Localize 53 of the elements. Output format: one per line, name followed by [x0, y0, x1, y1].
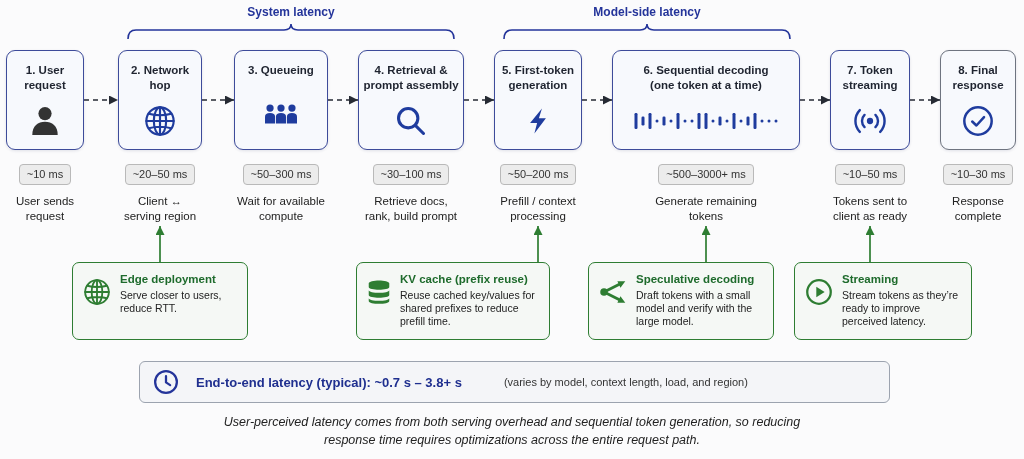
duration-tag: ~50–300 ms — [242, 164, 320, 185]
arrow — [701, 225, 711, 263]
optimization-card — [588, 262, 774, 340]
summary-bar — [139, 361, 890, 403]
arrow — [865, 225, 875, 263]
stage-description: Prefill / context processing — [499, 194, 577, 223]
stage-title: 8. Final response — [951, 63, 1005, 93]
optimization-card — [794, 262, 972, 340]
duration-tag: ~20–50 ms — [124, 164, 196, 185]
arrow — [155, 225, 165, 263]
duration-tag: ~10 ms — [18, 164, 72, 185]
arrow — [799, 95, 831, 105]
card-text: Stream tokens as they’re ready to improve perceived latency. — [842, 289, 960, 328]
summary-text: End-to-end latency (typical): ~0.7 s – 3.8+ s — [196, 374, 462, 390]
card-text: Serve closer to users, reduce RTT. — [120, 289, 223, 315]
bracket-label: System latency — [247, 5, 335, 19]
card-text: Reuse cached key/values for shared prefixes to reduce prefill time. — [400, 289, 536, 328]
arrow — [327, 95, 359, 105]
optimization-card — [72, 262, 248, 340]
stage-title: 6. Sequential decoding (one token at a time) — [642, 63, 770, 93]
card-title: Edge deployment — [120, 272, 216, 287]
stage-description: Generate remaining tokens — [654, 194, 758, 223]
stage-title: 5. First-token generation — [500, 63, 576, 93]
stage-title: 4. Retrieval & prompt assembly — [362, 63, 460, 93]
arrow — [533, 225, 543, 263]
duration-tag: ~30–100 ms — [372, 164, 450, 185]
stage-description: Retrieve docs, rank, build prompt — [363, 194, 458, 223]
stage-title: 7. Token streaming — [841, 63, 899, 93]
stage-title: 2. Network hop — [129, 63, 191, 93]
duration-tag: ~10–30 ms — [942, 164, 1014, 185]
stage-description: Response complete — [951, 194, 1005, 223]
duration-tag: ~50–200 ms — [499, 164, 577, 185]
duration-tag: ~10–50 ms — [834, 164, 906, 185]
card-title: Streaming — [842, 272, 899, 287]
stage-description: User sends request — [14, 194, 76, 223]
card-title: KV cache (prefix reuse) — [400, 272, 528, 287]
optimization-card — [356, 262, 550, 340]
arrow — [909, 95, 941, 105]
bracket-label: Model-side latency — [593, 5, 701, 19]
card-text: Draft tokens with a small model and verify with the large model. — [636, 289, 754, 328]
stage-title: 3. Queueing — [248, 63, 314, 78]
card-title: Speculative decoding — [636, 272, 755, 287]
duration-tag: ~500–3000+ ms — [658, 164, 754, 185]
stage-description: Wait for available compute — [236, 194, 326, 223]
stage-description: Client ↔ serving region — [122, 194, 198, 223]
arrow — [581, 95, 613, 105]
arrow — [463, 95, 495, 105]
arrow — [83, 95, 119, 105]
caption: User-perceived latency comes from both serving overhead and sequential token generation, so reducing response time requires optimizations across the entire request path. — [222, 414, 802, 449]
stage-description: Tokens sent to client as ready — [831, 194, 909, 223]
arrow — [201, 95, 235, 105]
stage-title: 1. User request — [23, 63, 67, 93]
summary-note: (varies by model, context length, load, and region) — [503, 376, 748, 388]
